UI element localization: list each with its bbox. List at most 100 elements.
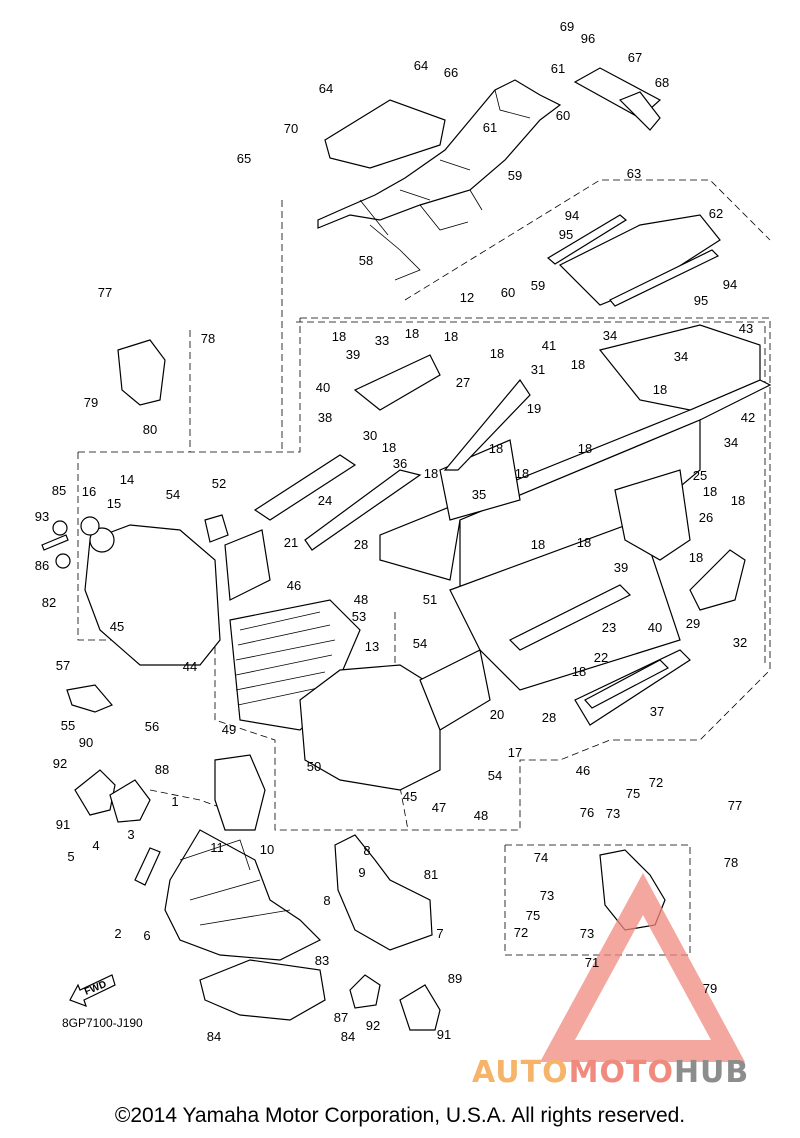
part-label-18: 18 [689, 550, 703, 565]
part-label-3: 3 [127, 827, 134, 842]
part-label-95: 95 [694, 293, 708, 308]
part-label-79: 79 [84, 395, 98, 410]
bracket-10 [214, 754, 266, 831]
part-label-56: 56 [145, 719, 159, 734]
rear-cover-plate [324, 99, 446, 169]
part-label-55: 55 [61, 718, 75, 733]
part-label-72: 72 [514, 925, 528, 940]
part-label-9: 9 [358, 865, 365, 880]
part-label-95: 95 [559, 227, 573, 242]
part-label-96: 96 [581, 31, 595, 46]
part-label-52: 52 [212, 476, 226, 491]
part-label-66: 66 [444, 65, 458, 80]
bearing-15 [89, 527, 115, 553]
part-label-31: 31 [531, 362, 545, 377]
part-label-60: 60 [556, 108, 570, 123]
part-label-76: 76 [580, 805, 594, 820]
rear-frame [317, 79, 562, 281]
watermark-text-auto: AUTO [472, 1055, 569, 1090]
part-label-78: 78 [724, 855, 738, 870]
part-label-86: 86 [35, 558, 49, 573]
part-label-30: 30 [363, 428, 377, 443]
part-label-82: 82 [42, 595, 56, 610]
mount-87 [349, 974, 381, 1009]
part-label-43: 43 [739, 321, 753, 336]
part-label-64: 64 [414, 58, 428, 73]
part-label-51: 51 [423, 592, 437, 607]
spar-23 [508, 584, 632, 651]
part-label-59: 59 [508, 168, 522, 183]
side-panel-38 [253, 454, 357, 521]
part-label-8: 8 [363, 843, 370, 858]
part-label-75: 75 [526, 908, 540, 923]
part-label-60: 60 [501, 285, 515, 300]
part-label-73: 73 [580, 926, 594, 941]
part-label-41: 41 [542, 338, 556, 353]
part-label-18: 18 [578, 441, 592, 456]
part-label-45: 45 [110, 619, 124, 634]
part-label-25: 25 [693, 468, 707, 483]
part-label-24: 24 [318, 493, 332, 508]
part-label-69: 69 [560, 19, 574, 34]
part-label-94: 94 [565, 208, 579, 223]
part-label-40: 40 [648, 620, 662, 635]
part-label-12: 12 [460, 290, 474, 305]
part-label-83: 83 [315, 953, 329, 968]
part-label-73: 73 [606, 806, 620, 821]
part-label-4: 4 [92, 838, 99, 853]
part-label-39: 39 [346, 347, 360, 362]
bracket-7 [334, 834, 433, 951]
part-label-92: 92 [366, 1018, 380, 1033]
bracket-52 [204, 514, 229, 543]
part-label-92: 92 [53, 756, 67, 771]
part-label-61: 61 [551, 61, 565, 76]
part-label-28: 28 [354, 537, 368, 552]
part-label-61: 61 [483, 120, 497, 135]
part-label-6: 6 [143, 928, 150, 943]
part-label-72: 72 [649, 775, 663, 790]
bracket-3 [134, 847, 161, 886]
part-label-74: 74 [534, 850, 548, 865]
part-label-18: 18 [490, 346, 504, 361]
seal-16 [80, 516, 100, 536]
part-label-75: 75 [626, 786, 640, 801]
bracket-plate-68 [618, 91, 661, 131]
part-label-18: 18 [424, 466, 438, 481]
part-label-79: 79 [703, 981, 717, 996]
part-label-34: 34 [674, 349, 688, 364]
part-label-27: 27 [456, 375, 470, 390]
part-label-2: 2 [114, 926, 121, 941]
part-label-49: 49 [222, 722, 236, 737]
part-label-67: 67 [628, 50, 642, 65]
part-label-18: 18 [653, 382, 667, 397]
part-label-18: 18 [444, 329, 458, 344]
mount-89 [399, 984, 441, 1031]
rail-94-lower [609, 249, 720, 307]
bracket-25 [614, 469, 691, 561]
part-label-93: 93 [35, 509, 49, 524]
part-label-53: 53 [352, 609, 366, 624]
rail-94-upper [546, 214, 628, 265]
part-label-13: 13 [365, 639, 379, 654]
rail-plate-62 [558, 214, 721, 306]
part-label-8: 8 [323, 893, 330, 908]
part-label-18: 18 [577, 535, 591, 550]
part-label-64: 64 [319, 81, 333, 96]
part-label-48: 48 [354, 592, 368, 607]
guard-80 [117, 339, 166, 406]
seal-86 [55, 553, 71, 569]
part-label-26: 26 [699, 510, 713, 525]
part-label-5: 5 [67, 849, 74, 864]
part-label-46: 46 [287, 578, 301, 593]
bracket-55 [66, 684, 113, 713]
watermark-text: AUTOMOTOHUB [472, 1055, 749, 1090]
part-label-87: 87 [334, 1010, 348, 1025]
part-label-7: 7 [436, 926, 443, 941]
part-label-14: 14 [120, 472, 134, 487]
part-label-77: 77 [728, 798, 742, 813]
part-label-32: 32 [733, 635, 747, 650]
diagram-code: 8GP7100-J190 [62, 1016, 143, 1030]
part-label-58: 58 [359, 253, 373, 268]
part-label-17: 17 [508, 745, 522, 760]
